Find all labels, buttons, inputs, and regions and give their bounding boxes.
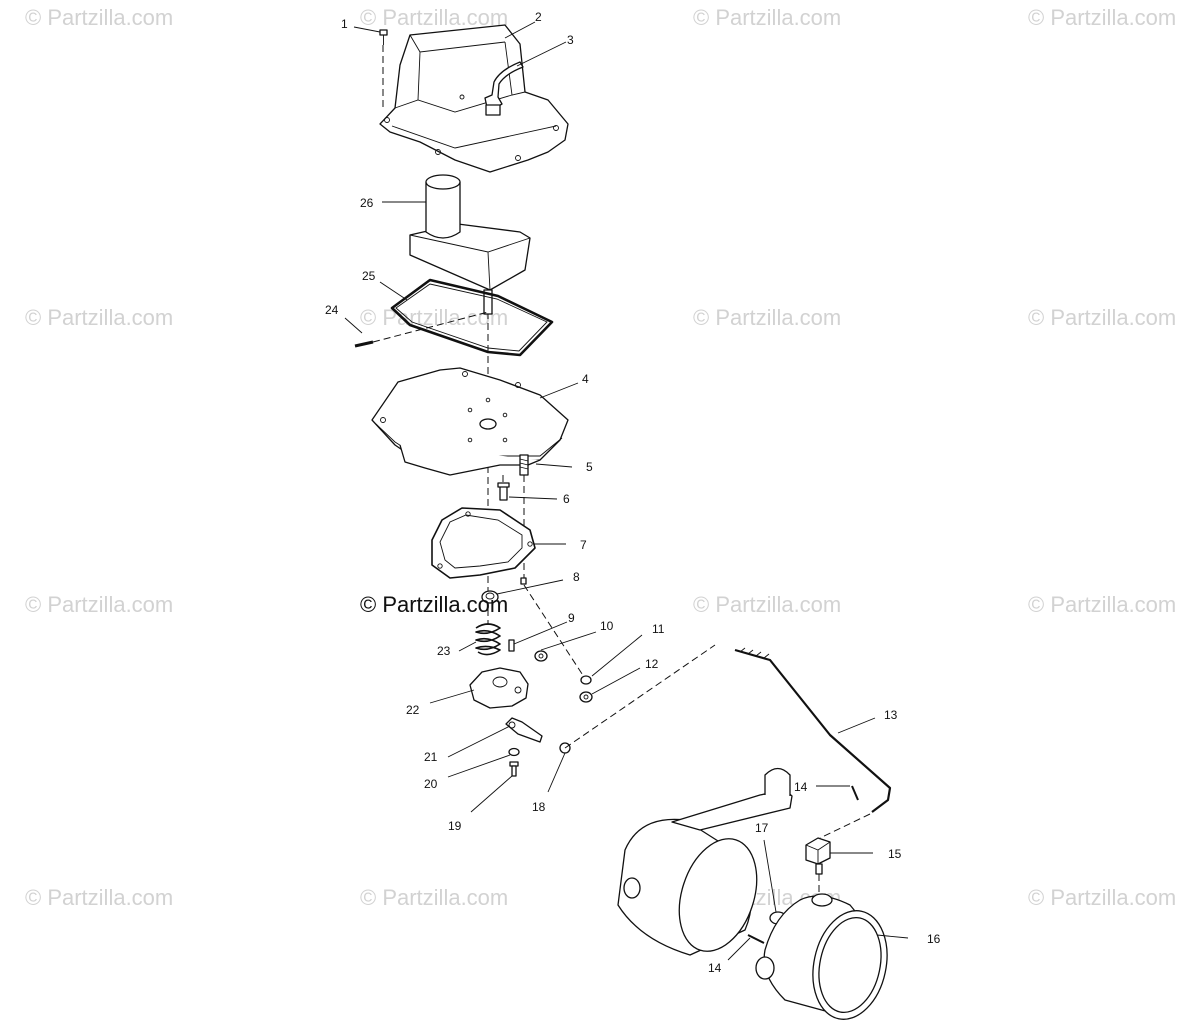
watermark: © Partzilla.com [360,5,508,30]
callout-labels: 1 2 3 26 25 24 4 5 6 7 8 9 10 11 12 23 2… [325,10,941,975]
callout-11: 11 [652,622,665,636]
pin-axis [372,311,489,343]
callout-13: 13 [884,708,898,722]
callout-2: 2 [535,10,542,24]
part-26-servo-motor [409,174,531,315]
part-16-nozzle-front [755,893,888,1020]
main-watermark: © Partzilla.com [360,592,508,617]
part-19-screw [509,761,519,777]
part-13-control-rod [734,647,892,813]
callout-18: 18 [532,800,546,814]
watermark-layer: © Partzilla.com © Partzilla.com © Partzi… [25,5,1176,910]
part-22-cam [469,667,529,709]
part-9-pin [508,639,515,652]
part-11-washer [580,675,592,685]
pivot-axis [819,813,871,839]
callout-23: 23 [437,644,451,658]
part-1-bolt [379,29,388,45]
callout-4: 4 [582,372,589,386]
part-21-lever-arm [505,717,543,743]
watermark: © Partzilla.com [1028,5,1176,30]
part-14-cotter-pin [851,785,859,801]
watermark: © Partzilla.com [693,5,841,30]
watermark: © Partzilla.com [1028,592,1176,617]
part-14-cotter-pin [747,934,765,944]
callout-25: 25 [362,269,376,283]
part-12-nut [579,691,593,703]
callout-15: 15 [888,847,902,861]
part-25-gasket [390,278,554,357]
watermark: © Partzilla.com [25,305,173,330]
callout-22: 22 [406,703,420,717]
part-7-gasket [431,507,536,579]
part-6-screw [497,482,510,501]
watermark: © Partzilla.com [693,305,841,330]
part-8-gear [481,577,527,604]
callout-10: 10 [600,619,614,633]
callout-19: 19 [448,819,462,833]
callout-1: 1 [341,17,348,31]
callout-5: 5 [586,460,593,474]
callout-17: 17 [755,821,769,835]
part-2-top-cover [379,24,569,173]
callout-14-upper: 14 [794,780,808,794]
part-3-vent-tube [484,61,524,116]
part-16-nozzle-rear [617,767,793,956]
watermark: © Partzilla.com [1028,305,1176,330]
callout-24: 24 [325,303,339,317]
watermark: © Partzilla.com [693,592,841,617]
part-20-washer [508,747,520,757]
callout-20: 20 [424,777,438,791]
rod-axis [564,644,716,749]
part-5-stud [519,454,529,476]
leader-lines [344,21,909,961]
callout-3: 3 [567,33,574,47]
part-10-nut [534,650,548,662]
watermark: © Partzilla.com [1028,885,1176,910]
callout-6: 6 [563,492,570,506]
callout-26: 26 [360,196,374,210]
callout-9: 9 [568,611,575,625]
callout-12: 12 [645,657,659,671]
callout-21: 21 [424,750,438,764]
stud-nut-axis [523,584,587,681]
part-4-base-plate [371,367,569,476]
part-24-pin [354,340,374,348]
watermark: © Partzilla.com [25,592,173,617]
watermark: © Partzilla.com [25,885,173,910]
watermark: © Partzilla.com [25,5,173,30]
part-23-spring [475,623,501,656]
watermark: © Partzilla.com [360,885,508,910]
part-15-pivot-block [805,837,831,875]
callout-8: 8 [573,570,580,584]
callout-16: 16 [927,932,941,946]
callout-14-lower: 14 [708,961,722,975]
callout-7: 7 [580,538,587,552]
